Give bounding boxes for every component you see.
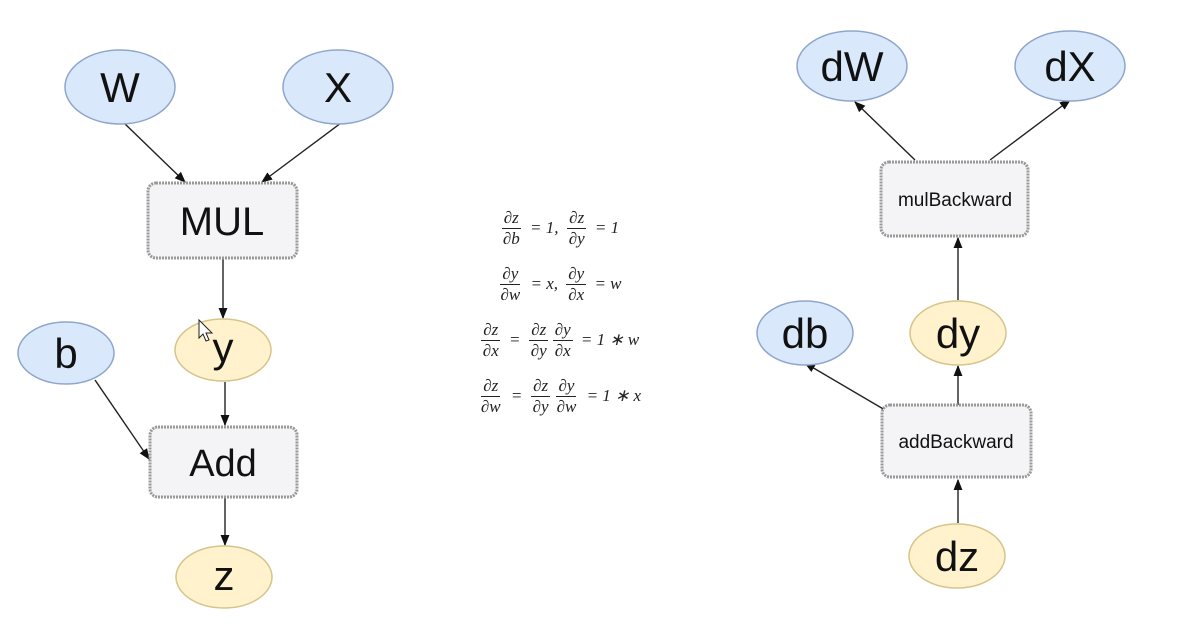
- node-addbackward: addBackward: [880, 403, 1033, 479]
- formula-text: = 1,: [525, 218, 563, 237]
- node-add-label: Add: [189, 443, 257, 485]
- edge-mulbackward-to-dw: [854, 101, 916, 161]
- node-dw: dW: [796, 30, 908, 102]
- fraction-numerator: ∂y: [556, 375, 577, 397]
- node-z-label: z: [214, 552, 235, 599]
- node-dx-label: dX: [1044, 43, 1095, 90]
- forward-edges: [94, 119, 346, 547]
- node-add: Add: [148, 425, 299, 499]
- node-x-label: X: [324, 64, 352, 111]
- formula-text: = 1 ∗ w: [576, 330, 640, 349]
- formula-text: = 1: [590, 218, 620, 237]
- node-dy: dy: [909, 300, 1007, 366]
- fraction-numerator: ∂y: [552, 319, 573, 341]
- formula-row: ∂z∂b = 1, ∂z∂y = 1: [501, 203, 619, 253]
- fraction: ∂z∂y: [567, 208, 587, 249]
- edge-x-to-mul: [261, 119, 346, 183]
- fraction: ∂z∂y: [531, 376, 551, 417]
- edge-addbackward-to-db: [804, 362, 886, 411]
- node-dw-label: dW: [821, 43, 884, 90]
- fraction-denominator: ∂y: [530, 340, 547, 360]
- node-dy-label: dy: [936, 310, 980, 357]
- node-mulbackward-label: mulBackward: [898, 190, 1012, 211]
- formula-text: =: [504, 330, 525, 349]
- node-y-label: y: [213, 324, 234, 371]
- mouse-cursor-icon: [198, 318, 214, 342]
- edge-w-to-mul: [122, 121, 186, 183]
- fraction-denominator: ∂b: [502, 228, 520, 248]
- fraction-numerator: ∂z: [481, 375, 501, 397]
- node-dz: dz: [908, 523, 1006, 589]
- fraction: ∂y∂x: [566, 263, 587, 305]
- formula-text: = 1 ∗ x: [582, 386, 642, 405]
- edge-b-to-add: [94, 379, 150, 460]
- node-dx: dX: [1014, 30, 1126, 102]
- fraction-numerator: ∂z: [501, 207, 521, 229]
- fraction-denominator: ∂w: [556, 396, 577, 416]
- node-db-label: db: [782, 310, 829, 357]
- node-mul: MUL: [146, 181, 299, 260]
- node-db: db: [756, 300, 854, 366]
- node-b: b: [17, 321, 115, 385]
- fraction-denominator: ∂x: [482, 340, 499, 360]
- fraction: ∂y∂w: [498, 264, 522, 305]
- fraction-denominator: ∂x: [568, 284, 585, 304]
- fraction-numerator: ∂z: [567, 207, 587, 229]
- fraction-denominator: ∂w: [480, 396, 501, 416]
- fraction-numerator: ∂z: [531, 375, 551, 397]
- fraction: ∂z∂x: [481, 320, 501, 361]
- formula-row: ∂z∂x = ∂z∂y∂y∂x = 1 ∗ w: [481, 315, 639, 365]
- fraction-numerator: ∂y: [566, 263, 587, 285]
- fraction: ∂y∂w: [555, 376, 579, 417]
- node-w: W: [64, 49, 176, 125]
- formula-row: ∂y∂w = x, ∂y∂x = w: [498, 259, 622, 309]
- fraction: ∂z∂w: [479, 376, 503, 417]
- node-w-label: W: [100, 64, 140, 111]
- fraction-denominator: ∂y: [568, 228, 585, 248]
- node-x: X: [282, 49, 394, 125]
- formula-text: = x,: [526, 274, 563, 293]
- node-addbackward-label: addBackward: [898, 432, 1013, 453]
- fraction-denominator: ∂x: [554, 340, 571, 360]
- node-dz-label: dz: [935, 533, 979, 580]
- fraction-denominator: ∂w: [500, 284, 521, 304]
- formula-text: = w: [590, 274, 622, 293]
- fraction-denominator: ∂y: [532, 396, 549, 416]
- edge-mulbackward-to-dx: [989, 99, 1071, 161]
- formula-row: ∂z∂w = ∂z∂y∂y∂w = 1 ∗ x: [479, 371, 641, 421]
- fraction-numerator: ∂z: [481, 319, 501, 341]
- fraction: ∂z∂y: [529, 320, 549, 361]
- backward-edges: [804, 99, 1071, 523]
- fraction: ∂y∂x: [552, 319, 573, 361]
- node-y: y: [174, 318, 272, 382]
- node-mul-label: MUL: [180, 200, 264, 244]
- gradient-formulas: ∂z∂b = 1, ∂z∂y = 1∂y∂w = x, ∂y∂x = w∂z∂x…: [440, 203, 680, 421]
- node-z: z: [175, 545, 273, 609]
- fraction: ∂z∂b: [501, 208, 522, 249]
- formula-text: =: [506, 386, 527, 405]
- node-mulbackward: mulBackward: [879, 160, 1030, 238]
- node-b-label: b: [54, 330, 77, 377]
- fraction-numerator: ∂y: [500, 263, 521, 285]
- fraction-numerator: ∂z: [529, 319, 549, 341]
